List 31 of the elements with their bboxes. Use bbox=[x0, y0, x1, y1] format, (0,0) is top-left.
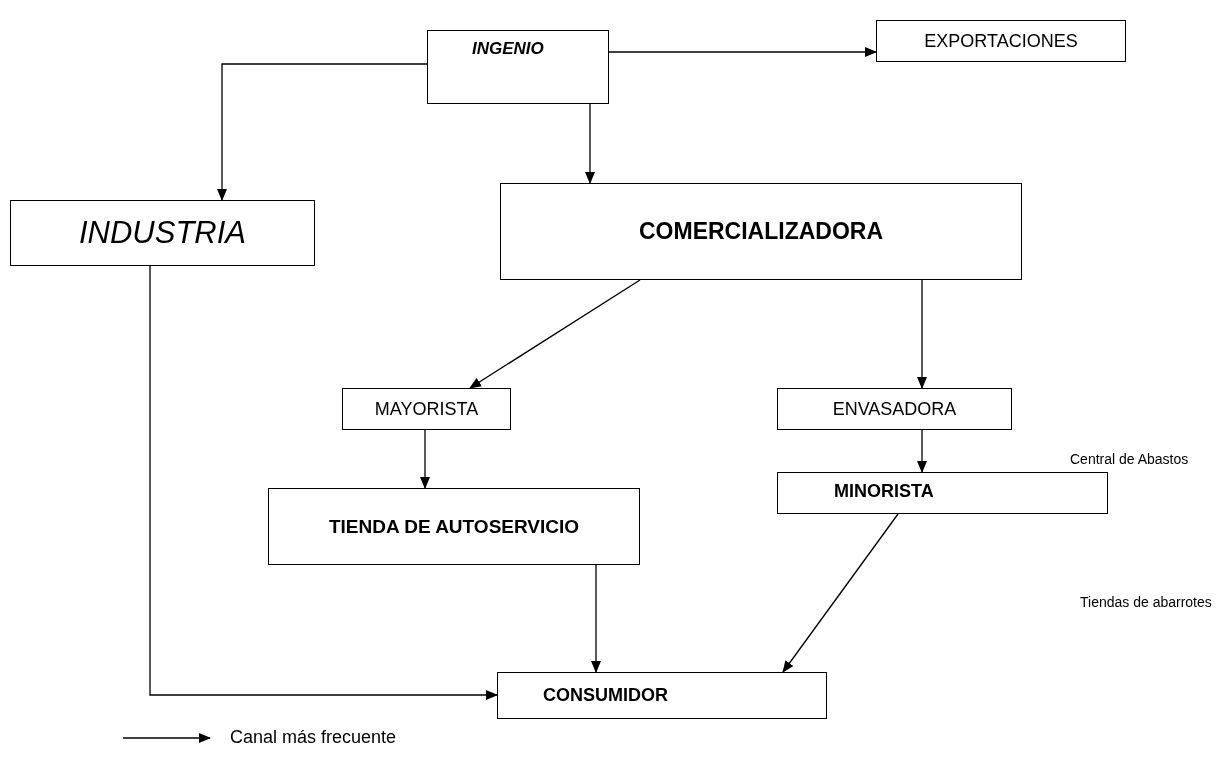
arrow bbox=[217, 63, 428, 201]
box-label: INDUSTRIA bbox=[78, 215, 247, 251]
process-box bbox=[497, 672, 827, 719]
box-label: COMERCIALIZADORA bbox=[638, 218, 883, 245]
arrow bbox=[149, 265, 498, 700]
arrow bbox=[591, 564, 601, 673]
note-text: Tiendas de abarrotes bbox=[1080, 594, 1212, 610]
process-box bbox=[10, 200, 315, 266]
arrow bbox=[608, 47, 877, 57]
process-box bbox=[268, 488, 640, 565]
box-label: TIENDA DE AUTOSERVICIO bbox=[328, 515, 580, 538]
process-box bbox=[500, 183, 1022, 280]
box-label: INGENIO bbox=[472, 39, 544, 59]
arrow bbox=[469, 279, 641, 389]
process-box bbox=[342, 388, 511, 430]
box-label: ENVASADORA bbox=[832, 398, 957, 420]
arrow bbox=[917, 279, 927, 389]
process-box bbox=[777, 388, 1012, 430]
arrow bbox=[585, 103, 595, 184]
process-box bbox=[876, 20, 1126, 62]
arrow bbox=[917, 429, 927, 473]
arrow bbox=[782, 513, 899, 673]
process-box bbox=[777, 472, 1108, 514]
arrow bbox=[420, 429, 430, 489]
box-label: MINORISTA bbox=[834, 481, 934, 502]
box-label: EXPORTACIONES bbox=[924, 30, 1078, 52]
box-label: MAYORISTA bbox=[374, 398, 479, 420]
box-label: CONSUMIDOR bbox=[543, 685, 668, 706]
note-text: Central de Abastos bbox=[1070, 451, 1189, 467]
process-box bbox=[427, 30, 609, 104]
legend-text: Canal más frecuente bbox=[230, 727, 397, 748]
